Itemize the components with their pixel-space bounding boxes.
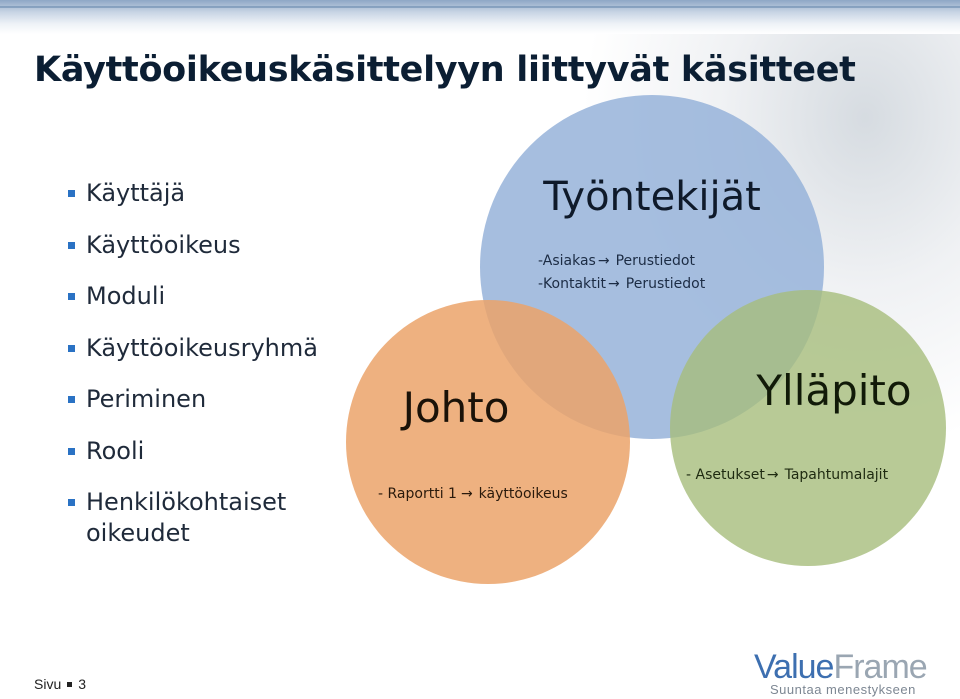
tyontekijat-line-1-target: Perustiedot [616,253,696,269]
concept-list: Käyttäjä Käyttöoikeus Moduli Käyttöoikeu… [68,178,358,570]
tyontekijat-label: Työntekijät [542,174,761,220]
bullet-icon [68,190,75,197]
list-item-label: Henkilökohtaiset oikeudet [86,488,287,547]
page-label: Sivu [34,676,62,692]
johto-line-1: - Raportti 1→ käyttöoikeus [378,486,568,502]
list-item-label: Periminen [86,385,207,413]
arrow-icon: → [598,253,610,269]
page-number: Sivu 3 [34,676,86,692]
johto-line-1-target: käyttöoikeus [479,486,568,502]
tyontekijat-line-2: -Kontaktit→ Perustiedot [538,276,706,292]
separator-icon [67,681,73,687]
bullet-icon [68,344,75,352]
johto-circle [346,300,630,584]
list-item: Periminen [68,384,358,415]
list-item: Käyttäjä [68,178,358,209]
list-item: Henkilökohtaiset oikeudet [68,487,358,549]
list-item-label: Moduli [86,282,166,310]
tyontekijat-line-2-prefix: -Kontaktit [538,276,607,292]
tyontekijat-line-1: -Asiakas→ Perustiedot [538,253,695,269]
valueframe-logo: ValueFrame Suuntaa menestykseen [752,648,952,698]
arrow-icon: → [461,486,473,502]
logo-word-frame: Frame [833,648,927,686]
banner-rule [0,6,960,8]
arrow-icon: → [608,276,620,292]
johto-label: Johto [400,383,510,432]
bullet-icon [68,396,75,403]
list-item-label: Käyttöoikeusryhmä [86,333,318,362]
list-item: Käyttöoikeus [68,230,358,261]
bullet-icon [68,499,75,506]
yllapito-line-1: - Asetukset→ Tapahtumalajit [686,467,889,483]
list-item-label: Rooli [86,436,145,465]
top-banner [0,0,960,34]
list-item: Moduli [68,281,358,312]
list-item-label: Käyttöoikeus [86,230,241,259]
list-item-label: Käyttäjä [86,179,186,207]
logo-tagline: Suuntaa menestykseen [770,682,916,697]
tyontekijat-line-1-prefix: -Asiakas [538,253,596,269]
yllapito-line-1-target: Tapahtumalajit [784,467,889,483]
logo-word-value: Value [754,648,834,686]
yllapito-line-1-prefix: - Asetukset [686,467,765,483]
tyontekijat-line-2-target: Perustiedot [626,276,706,292]
list-item: Käyttöoikeusryhmä [68,333,358,364]
bullet-icon [68,241,75,249]
page-number-value: 3 [78,676,87,692]
logo-wordmark: ValueFrame [754,648,928,687]
yllapito-label: Ylläpito [755,366,911,415]
johto-line-1-prefix: - Raportti 1 [378,486,457,502]
bullet-icon [68,293,75,300]
slide-title: Käyttöoikeuskäsittelyyn liittyvät käsitt… [34,50,856,90]
yllapito-circle [670,290,946,566]
bullet-icon [68,447,75,455]
list-item: Rooli [68,436,358,467]
arrow-icon: → [767,467,779,483]
